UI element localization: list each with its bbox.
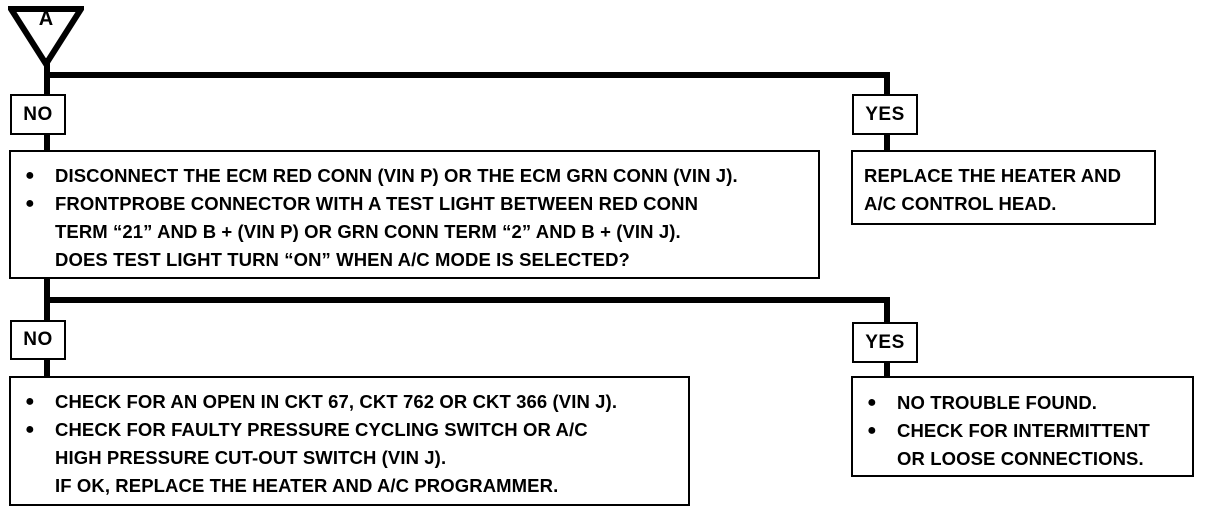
list-item-text: CHECK FOR FAULTY PRESSURE CYCLING SWITCH… [55, 419, 588, 440]
step2-no-label: NO [10, 320, 66, 360]
connector-line [884, 134, 890, 152]
list-item-continuation: TERM “21” AND B + (VIN P) OR GRN CONN TE… [55, 221, 681, 242]
start-marker-triangle-icon [8, 6, 84, 68]
marker-letter: A [38, 8, 54, 30]
step2-yes-label-text: YES [865, 331, 905, 353]
step1-no-label-text: NO [23, 103, 53, 125]
step2-no-box: ● CHECK FOR AN OPEN IN CKT 67, CKT 762 O… [9, 376, 690, 506]
result-text: A/C CONTROL HEAD. [864, 193, 1057, 214]
step2-yes-box: ● NO TROUBLE FOUND. ● CHECK FOR INTERMIT… [851, 376, 1194, 477]
list-item: ● DISCONNECT THE ECM RED CONN (VIN P) OR… [25, 162, 818, 190]
step1-yes-label-text: YES [865, 103, 905, 125]
list-item-text: FRONTPROBE CONNECTOR WITH A TEST LIGHT B… [55, 193, 699, 214]
list-item: ● CHECK FOR INTERMITTENT [867, 417, 1192, 445]
bullet-icon: ● [25, 195, 35, 212]
bullet-icon: ● [25, 393, 35, 410]
connector-line [884, 72, 890, 96]
connector-line [44, 297, 890, 303]
step2-yes-label: YES [852, 322, 918, 363]
connector-line [884, 297, 890, 323]
list-item-text: DISCONNECT THE ECM RED CONN (VIN P) OR T… [55, 165, 738, 186]
step1-yes-box: REPLACE THE HEATER AND A/C CONTROL HEAD. [851, 150, 1156, 225]
list-item-text: CHECK FOR AN OPEN IN CKT 67, CKT 762 OR … [55, 391, 618, 412]
bullet-icon: ● [867, 394, 877, 411]
list-item-text: NO TROUBLE FOUND. [897, 392, 1098, 413]
result-text: REPLACE THE HEATER AND [864, 165, 1122, 186]
connector-line [44, 358, 50, 378]
list-item: ● CHECK FOR AN OPEN IN CKT 67, CKT 762 O… [25, 388, 688, 416]
connector-line [884, 362, 890, 378]
bullet-icon: ● [867, 422, 877, 439]
step1-no-box: ● DISCONNECT THE ECM RED CONN (VIN P) OR… [9, 150, 820, 279]
bullet-icon: ● [25, 167, 35, 184]
connector-line [44, 134, 50, 152]
bullet-icon: ● [25, 421, 35, 438]
list-item: ● NO TROUBLE FOUND. [867, 389, 1192, 417]
list-item-continuation: HIGH PRESSURE CUT-OUT SWITCH (VIN J). [55, 447, 447, 468]
list-item-continuation: IF OK, REPLACE THE HEATER AND A/C PROGRA… [55, 475, 559, 496]
step2-no-label-text: NO [23, 329, 53, 350]
step1-yes-label: YES [852, 94, 918, 135]
step1-no-label: NO [10, 94, 66, 135]
list-item: ● CHECK FOR FAULTY PRESSURE CYCLING SWIT… [25, 416, 688, 444]
connector-line [44, 72, 890, 78]
list-item-continuation: OR LOOSE CONNECTIONS. [897, 448, 1144, 469]
list-item-continuation: DOES TEST LIGHT TURN “ON” WHEN A/C MODE … [55, 249, 630, 270]
list-item-text: CHECK FOR INTERMITTENT [897, 420, 1150, 441]
list-item: ● FRONTPROBE CONNECTOR WITH A TEST LIGHT… [25, 190, 818, 218]
